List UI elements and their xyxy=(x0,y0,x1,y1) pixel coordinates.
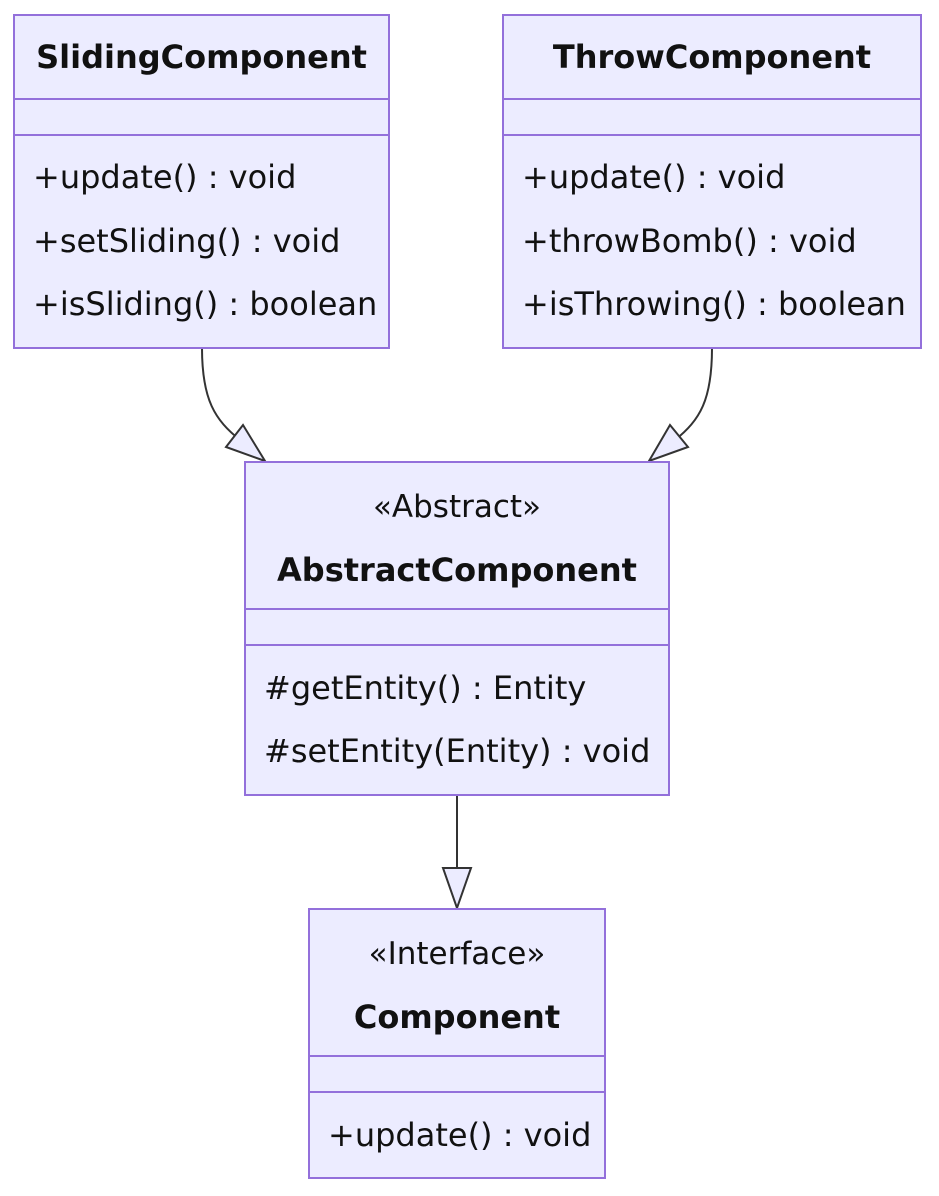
edge-throw-to-abstract xyxy=(674,347,713,441)
class-header: SlidingComponent xyxy=(15,16,388,100)
class-sliding-component[interactable]: SlidingComponent +update() : void +setSl… xyxy=(13,14,390,349)
method: +update() : void xyxy=(33,158,297,196)
attributes-compartment xyxy=(15,98,388,136)
attributes-compartment xyxy=(246,608,668,646)
class-name: ThrowComponent xyxy=(552,38,872,76)
class-header: «Interface» Component xyxy=(310,910,604,1057)
class-component-interface[interactable]: «Interface» Component +update() : void xyxy=(308,908,606,1179)
method: #getEntity() : Entity xyxy=(264,669,587,707)
method: +update() : void xyxy=(328,1116,592,1154)
class-name: AbstractComponent xyxy=(277,551,637,589)
stereotype-label: «Abstract» xyxy=(372,489,542,525)
method: +setSliding() : void xyxy=(33,222,341,260)
class-name: Component xyxy=(353,998,561,1036)
class-header: ThrowComponent xyxy=(504,16,920,100)
stereotype-label: «Interface» xyxy=(368,936,546,972)
method: +throwBomb() : void xyxy=(522,222,857,260)
class-abstract-component[interactable]: «Abstract» AbstractComponent #getEntity(… xyxy=(244,461,670,796)
inheritance-arrowhead xyxy=(441,867,473,912)
inheritance-arrowhead xyxy=(646,423,690,463)
method: #setEntity(Entity) : void xyxy=(264,732,651,770)
method: +isThrowing() : boolean xyxy=(522,285,906,323)
edge-sliding-to-abstract xyxy=(201,347,241,441)
attributes-compartment xyxy=(310,1055,604,1093)
method: +update() : void xyxy=(522,158,786,196)
class-throw-component[interactable]: ThrowComponent +update() : void +throwBo… xyxy=(502,14,922,349)
class-header: «Abstract» AbstractComponent xyxy=(246,463,668,610)
inheritance-arrowhead xyxy=(224,423,268,463)
attributes-compartment xyxy=(504,98,920,136)
method: +isSliding() : boolean xyxy=(33,285,378,323)
class-name: SlidingComponent xyxy=(36,38,367,76)
